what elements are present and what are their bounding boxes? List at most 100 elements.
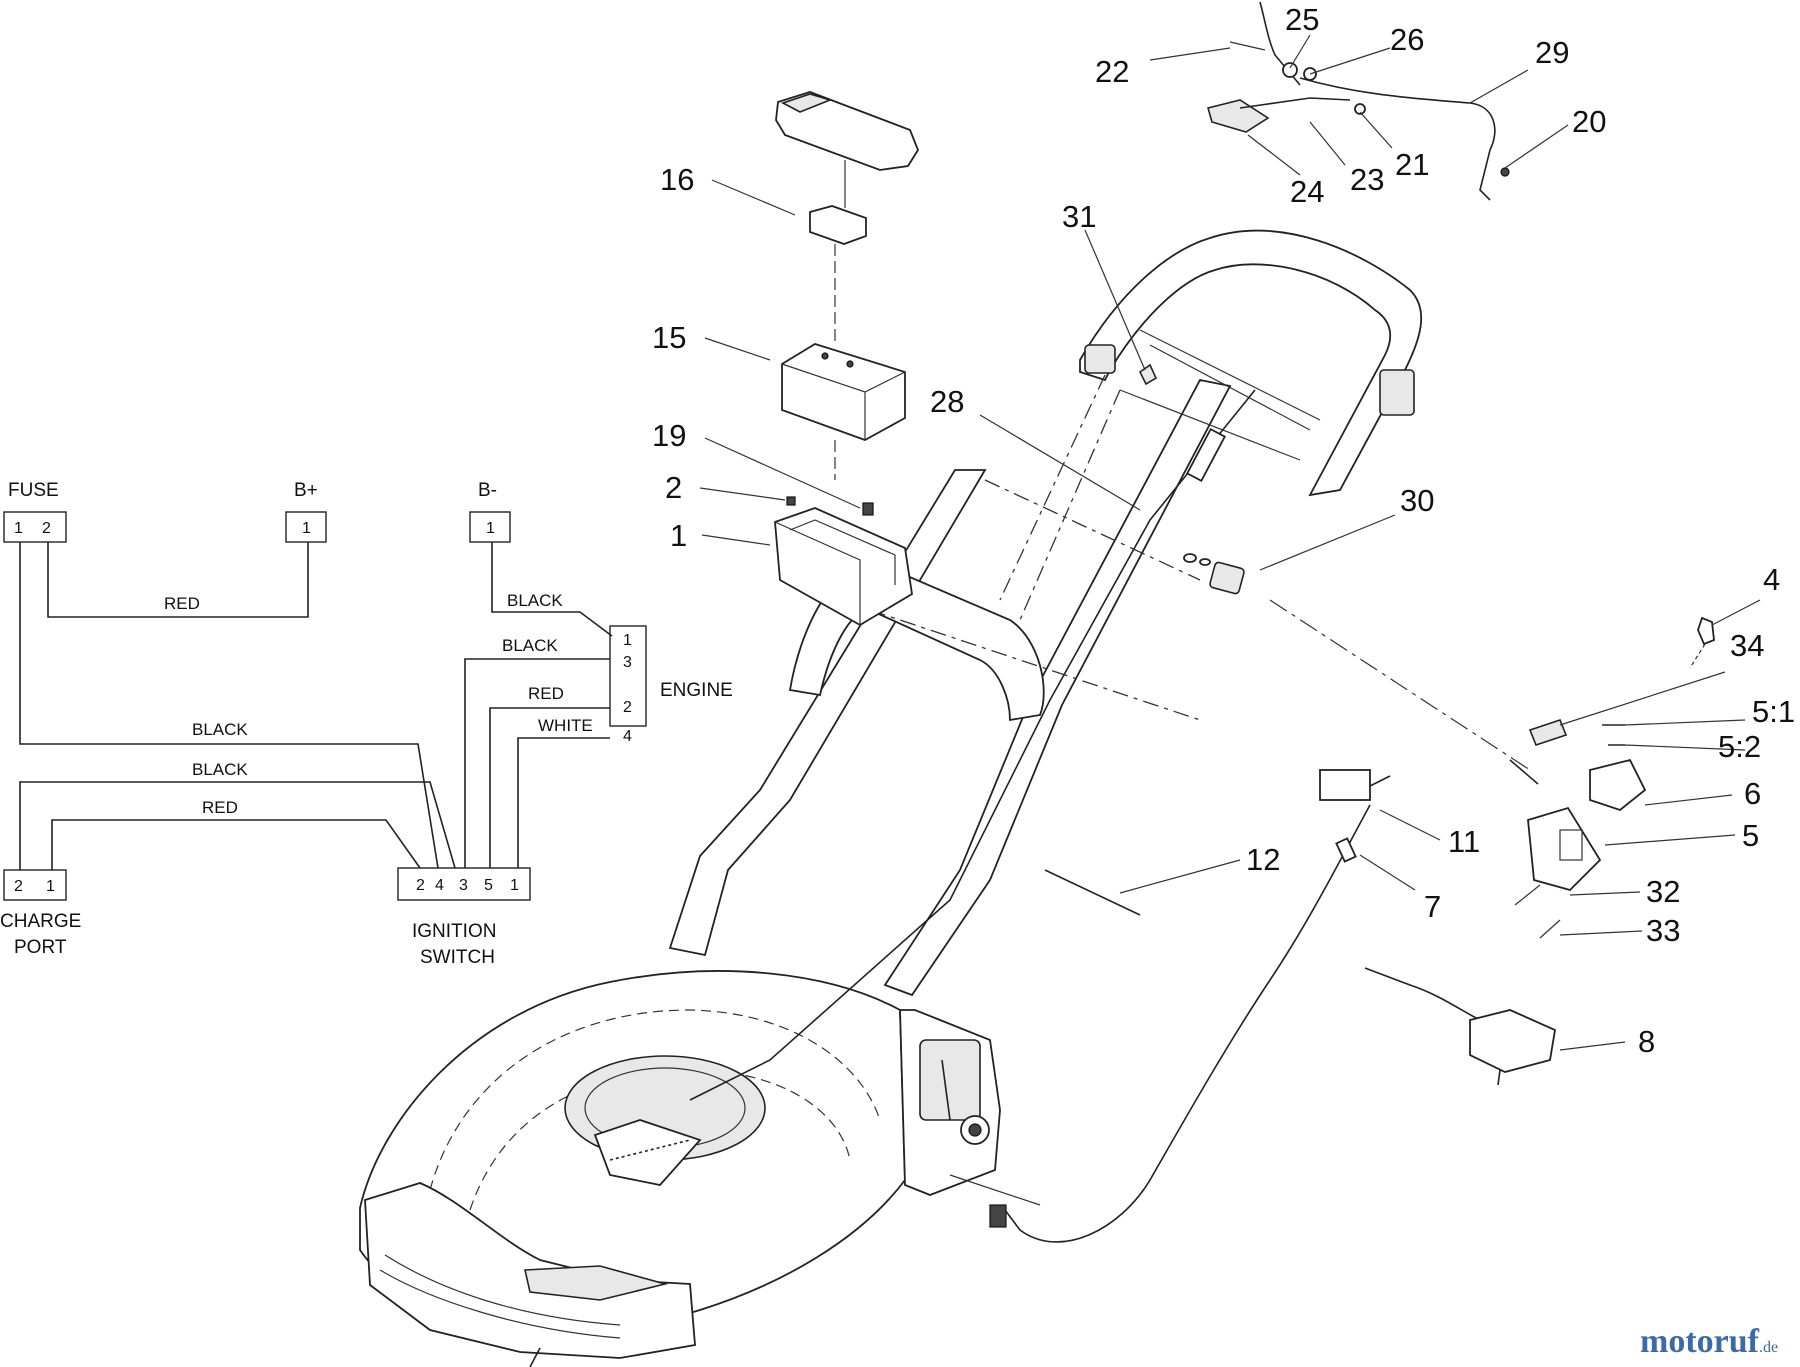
knob-31: [1138, 363, 1158, 386]
ignition-switch-label-1: IGNITION: [412, 921, 496, 942]
engine-connector: [609, 625, 647, 727]
bplus-label: B+: [294, 480, 318, 501]
fuse-pin-1: 1: [14, 520, 23, 537]
ignition-assembly: [1514, 616, 1715, 939]
callout-19: 19: [652, 418, 686, 453]
callout-26: 26: [1390, 22, 1424, 57]
callout-5-2: 5:2: [1718, 729, 1761, 764]
callout-1: 1: [670, 518, 687, 553]
callout-20: 20: [1572, 104, 1606, 139]
fuse-label: FUSE: [8, 480, 59, 501]
wire-label-switch-engine-4: WHITE: [538, 716, 593, 735]
wire-label-fuse-bplus: RED: [164, 594, 200, 613]
watermark-suffix: .de: [1759, 1339, 1778, 1356]
upper-handle: [999, 229, 1423, 621]
callout-numbers: 16 15 19 2 1 22 25 26 29 20 24 23 21 31 …: [652, 2, 1795, 1059]
callout-6: 6: [1744, 776, 1761, 811]
ignition-switch-connector: [397, 867, 531, 901]
watermark: motoruf.de: [1640, 1323, 1778, 1360]
callout-21: 21: [1395, 147, 1429, 182]
callout-22: 22: [1095, 54, 1129, 89]
wire-fuse-bplus: [47, 542, 309, 618]
charge-port-connector: [3, 869, 67, 901]
ignition-pin-4: 4: [435, 877, 444, 894]
wire-label-bminus-engine: BLACK: [507, 591, 563, 610]
wiring-schematic: FUSE B+ B- 1 2 1 1 1 3 2 4 ENGINE 2 1 CH…: [0, 480, 733, 968]
wires: RED BLACK BLACK RED WHITE BLACK BLACK RE…: [19, 542, 613, 870]
callout-5-1: 5:1: [1752, 694, 1795, 729]
wire-charge-switch-black: [19, 781, 456, 870]
bminus-label: B-: [478, 480, 497, 501]
battery-pad: [809, 205, 867, 245]
charge-cable: [1004, 769, 1391, 1243]
engine-pin-3: 3: [623, 654, 632, 671]
bplus-pin: 1: [302, 520, 311, 537]
ignition-switch-label-2: SWITCH: [420, 947, 495, 968]
bail-controls: [1207, 1, 1510, 201]
battery: [781, 343, 906, 441]
bplus-connector: [285, 511, 327, 543]
battery-cover: [775, 91, 920, 208]
watermark-brand: motoruf: [1640, 1323, 1760, 1360]
callout-8: 8: [1638, 1024, 1655, 1059]
callout-33: 33: [1646, 913, 1680, 948]
callout-16: 16: [660, 162, 694, 197]
callout-28: 28: [930, 384, 964, 419]
callout-29: 29: [1535, 35, 1569, 70]
bracket-30: [1183, 553, 1539, 785]
svg-text:motoruf.de: motoruf.de: [1640, 1323, 1778, 1360]
callout-31: 31: [1062, 199, 1096, 234]
wire-fuse-switch: [19, 542, 439, 869]
battery-tray: [774, 507, 913, 627]
bminus-pin: 1: [486, 520, 495, 537]
callout-11: 11: [1448, 824, 1480, 859]
wire-label-switch-engine-2: RED: [528, 684, 564, 703]
mower-deck: [359, 970, 906, 1367]
wire-bminus-engine: [491, 542, 613, 637]
charge-port-pin-1: 1: [46, 878, 55, 895]
wire-switch-engine-2: [489, 707, 610, 868]
callout-34: 34: [1730, 628, 1764, 663]
charge-port-pin-2: 2: [14, 878, 23, 895]
ignition-pin-3: 3: [459, 877, 468, 894]
charge-port-label-2: PORT: [14, 937, 67, 958]
wire-label-charge-switch-red: RED: [202, 798, 238, 817]
ignition-pin-1: 1: [510, 877, 519, 894]
wire-switch-engine-4: [517, 737, 610, 868]
callout-12: 12: [1246, 842, 1280, 877]
engine-label: ENGINE: [660, 680, 733, 701]
bolt-12: [1044, 869, 1141, 916]
wire-charge-switch-red: [51, 819, 421, 870]
engine-pin-2: 2: [623, 699, 632, 716]
callout-4: 4: [1763, 562, 1780, 597]
wire-label-charge-switch-black: BLACK: [192, 760, 248, 779]
wire-label-fuse-switch: BLACK: [192, 720, 248, 739]
callout-15: 15: [652, 320, 686, 355]
engine-pin-4: 4: [623, 728, 632, 745]
wire-label-switch-engine-13: BLACK: [502, 636, 558, 655]
battery-charger: [1364, 967, 1557, 1086]
callout-7: 7: [1424, 889, 1441, 924]
clip-19: [862, 502, 874, 516]
lower-handle: [668, 378, 1232, 997]
charge-port-label-1: CHARGE: [0, 911, 81, 932]
callout-25: 25: [1285, 2, 1319, 37]
callout-30: 30: [1400, 483, 1434, 518]
ignition-pin-2: 2: [416, 877, 425, 894]
callout-23: 23: [1350, 162, 1384, 197]
fuse-connector: [3, 511, 67, 543]
gearbox-housing: [899, 1009, 1041, 1228]
wire-switch-engine-13: [464, 658, 610, 868]
callout-5: 5: [1742, 818, 1759, 853]
ignition-pin-5: 5: [484, 877, 493, 894]
bminus-connector: [469, 511, 511, 543]
callout-leaders: [699, 34, 1761, 1051]
callout-32: 32: [1646, 874, 1680, 909]
screw-2: [786, 496, 796, 506]
control-cable: [689, 389, 1256, 1101]
mower-illustration: [359, 1, 1715, 1367]
callout-2: 2: [665, 470, 682, 505]
fuse-pin-2: 2: [42, 520, 51, 537]
engine-pin-1: 1: [623, 632, 632, 649]
